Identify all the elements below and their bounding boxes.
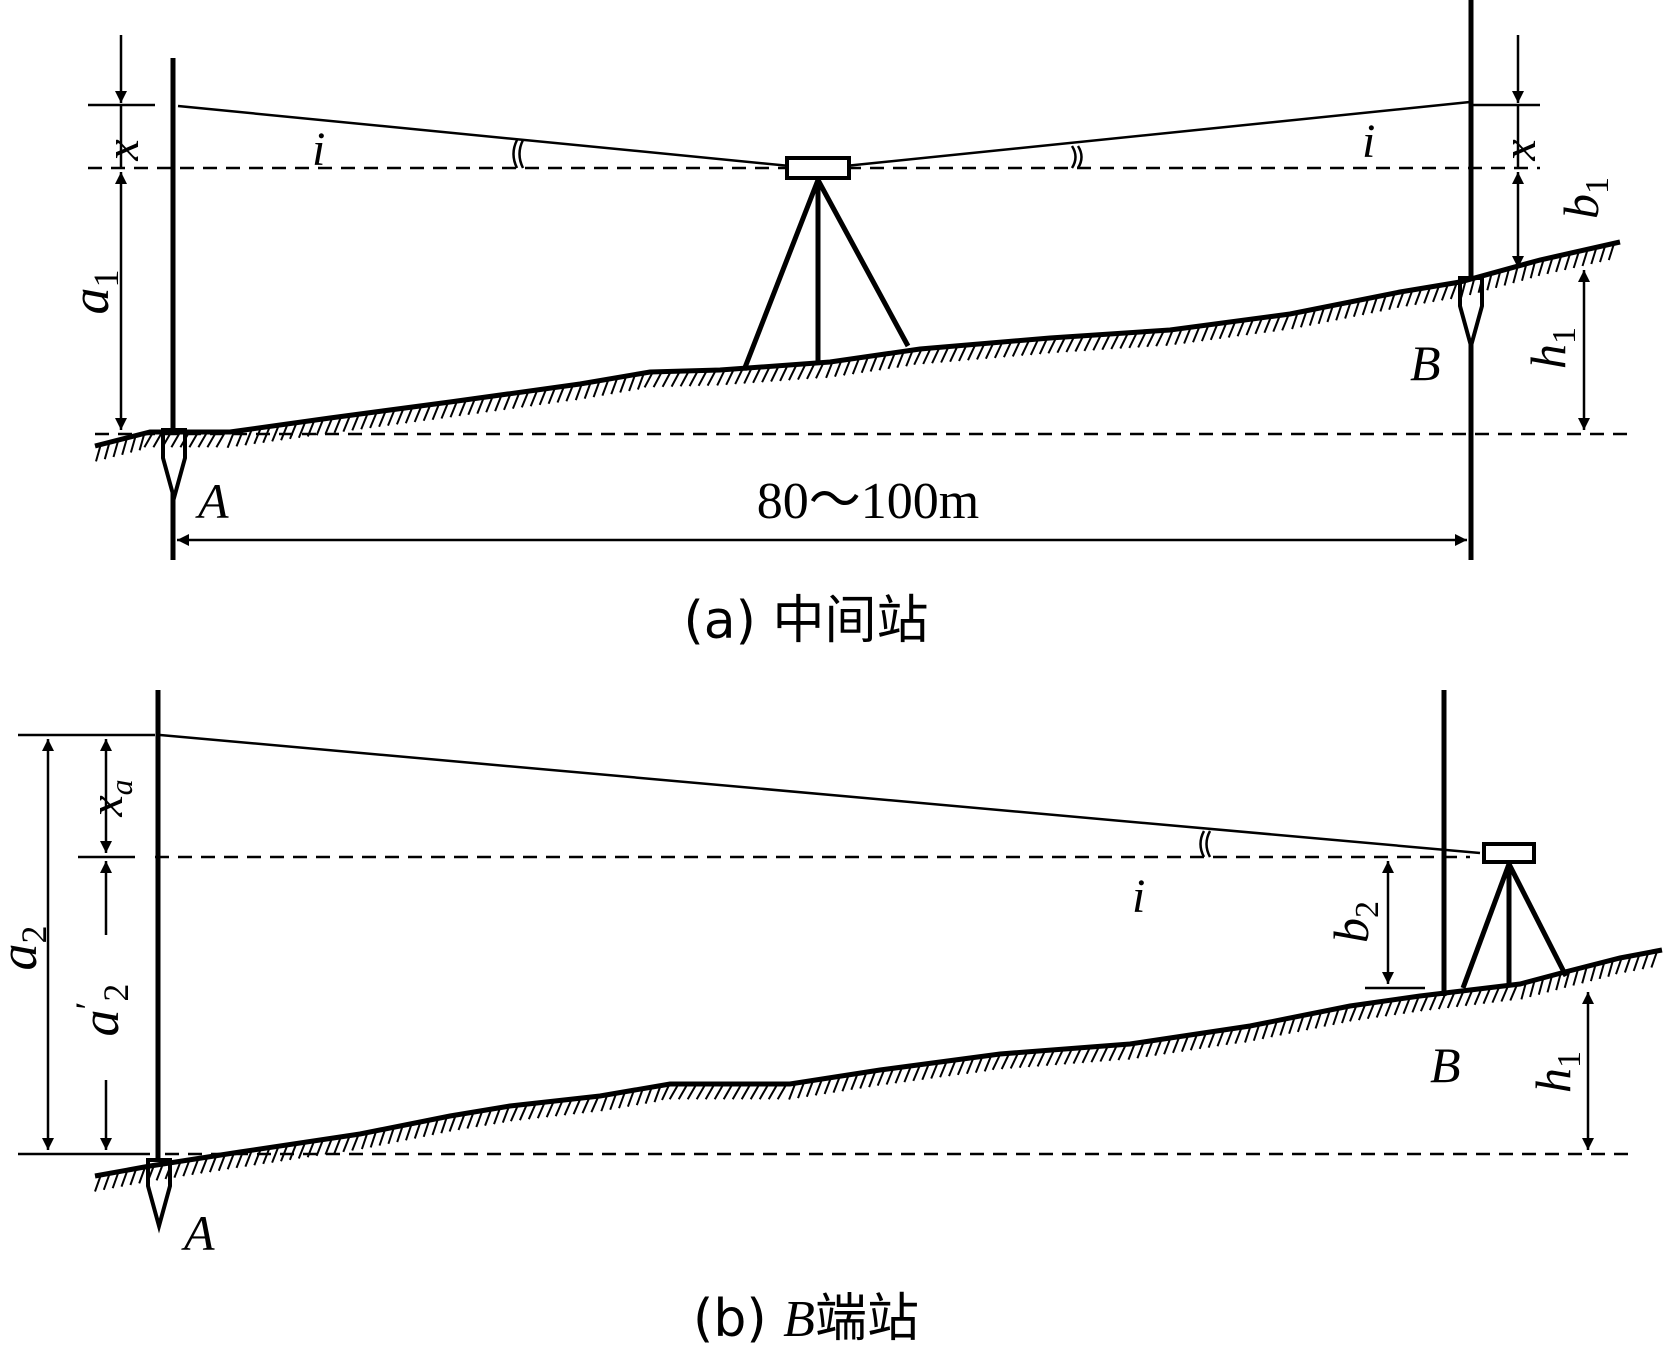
label-a2: a2 (0, 926, 54, 971)
tripod-leg-left (741, 179, 821, 371)
svg-text:a′2: a′2 (68, 984, 136, 1037)
label-a1: a1 (60, 270, 126, 315)
label-b1: b1 (1553, 177, 1616, 219)
label-i-b: i (1132, 870, 1145, 923)
label-i-right: i (1362, 115, 1375, 168)
label-point-b-b: B (1430, 1037, 1461, 1093)
ground-profile-b (94, 947, 1663, 1179)
label-xa: xa (80, 779, 139, 817)
sight-line-right (844, 100, 1471, 168)
angle-arc-b-2 (1205, 830, 1212, 858)
distance-label: 80～100m (757, 473, 979, 530)
angle-arc-left (512, 139, 519, 169)
svg-text:a1: a1 (60, 270, 126, 315)
label-h1-b: h1 (1525, 1051, 1588, 1093)
ground-profile-a (94, 239, 1621, 449)
label-a2-prime: a′2 (68, 984, 136, 1037)
angle-arc-right-2 (1076, 145, 1083, 169)
level-instrument-b-icon (1482, 842, 1536, 864)
svg-text:h1: h1 (1520, 327, 1583, 369)
sight-line-b (159, 733, 1481, 855)
tripod-b-leg-left (1460, 863, 1512, 989)
panel-b: xa i a2 a′2 b2 h1 A B (b) B端站 (0, 690, 1663, 1349)
level-instrument-icon (785, 156, 851, 180)
label-point-a-b: A (181, 1205, 215, 1261)
sight-line-left (177, 104, 791, 168)
tripod-b-leg-right (1506, 862, 1569, 978)
svg-text:a2: a2 (0, 926, 54, 971)
svg-text:xa: xa (80, 779, 139, 817)
angle-arc-b (1199, 830, 1206, 858)
label-b2: b2 (1323, 901, 1386, 943)
svg-text:b2: b2 (1323, 901, 1386, 943)
label-point-a: A (195, 473, 229, 529)
label-x-right: x (1493, 139, 1546, 161)
label-h1-a: h1 (1520, 327, 1583, 369)
panel-a: x x i i a1 b1 h1 A B 80～100m (a) 中间站 (60, 0, 1630, 651)
angle-arc-left-2 (518, 139, 525, 169)
ground-hatching-a (95, 242, 1616, 462)
svg-text:h1: h1 (1525, 1051, 1588, 1093)
caption-b: (b) B端站 (693, 1289, 919, 1349)
angle-arc-right (1070, 145, 1077, 169)
label-i-left: i (312, 123, 325, 176)
label-point-b: B (1410, 335, 1441, 391)
ground-hatching-b (94, 950, 1659, 1192)
tripod-leg-right (815, 178, 911, 348)
label-x-left: x (96, 139, 149, 161)
svg-text:b1: b1 (1553, 177, 1616, 219)
caption-a: (a) 中间站 (684, 591, 929, 651)
